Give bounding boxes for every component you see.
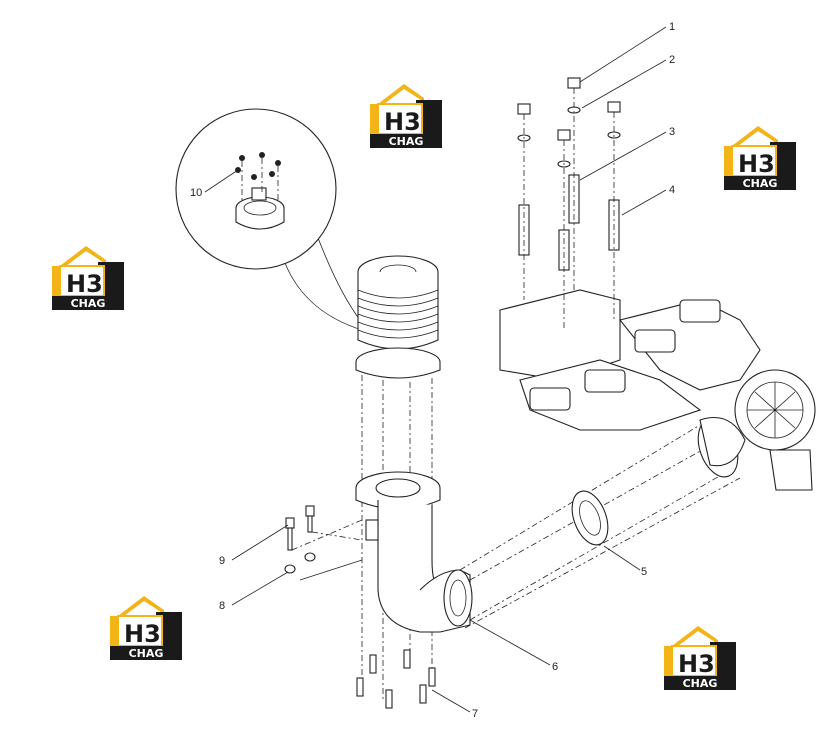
logo-brand-text: CHAG [129,647,164,660]
elbow-pipe [355,471,473,633]
leader-lines [204,26,667,713]
logo-brand-text: CHAG [683,677,718,690]
callout-7: 7 [472,708,478,720]
callout-10: 10 [190,187,202,199]
callout-8: 8 [219,600,225,612]
callout-5: 5 [641,566,647,578]
studs-and-nuts [517,77,621,330]
logo-mark-text: H3 [66,270,103,298]
logo-brand-text: CHAG [71,297,106,310]
stud-column-b [557,129,571,330]
logo-mark-text: H3 [678,650,715,678]
callout-labels: 1 2 3 4 5 6 7 8 9 10 [190,21,675,720]
callout-3: 3 [669,126,675,138]
exhaust-pipe [459,418,741,629]
bottom-bolts [356,649,436,709]
callout-2: 2 [669,54,675,66]
logo-brand-text: CHAG [389,135,424,148]
stud-column-d [607,101,621,320]
stud-column-c [567,77,581,290]
logo-mark-text: H3 [124,620,161,648]
logo-brand-text: CHAG [743,177,778,190]
manifold-assembly [499,289,816,491]
callout-9: 9 [219,555,225,567]
logo-mark-text: H3 [738,150,775,178]
callout-6: 6 [552,661,558,673]
detail-magnifier [175,108,363,331]
flex-bellows [355,255,441,379]
clamp-ring-detail [235,187,285,230]
callout-4: 4 [669,184,675,196]
stud-column-a [517,103,531,300]
logo-mark-text: H3 [384,108,421,136]
side-bolts [284,505,363,581]
callout-1: 1 [669,21,675,33]
